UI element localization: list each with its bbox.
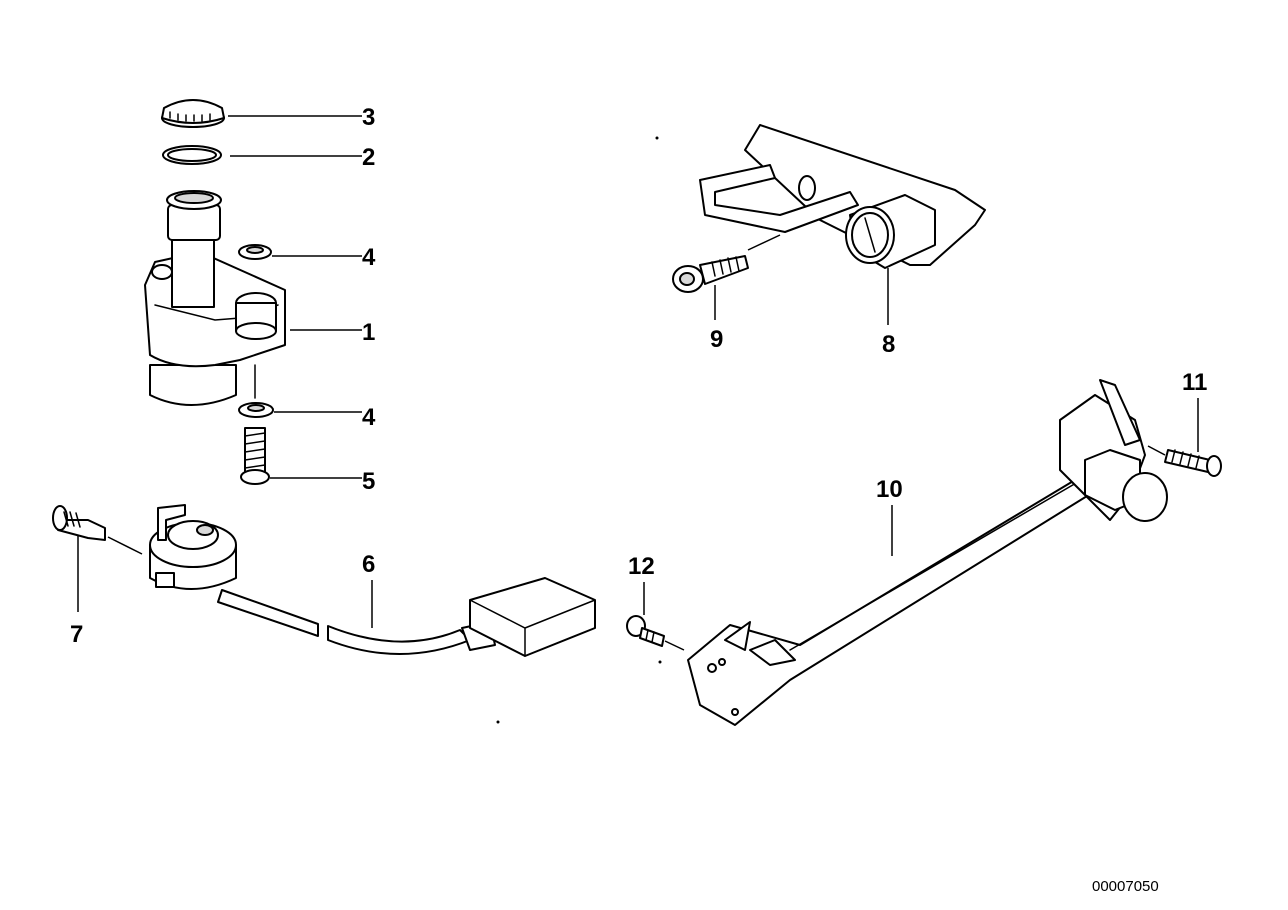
- callout-6: 6: [362, 551, 375, 578]
- callout-3: 3: [362, 104, 375, 131]
- callout-1: 1: [362, 319, 375, 346]
- part-8-lock-cylinder: [699, 124, 986, 269]
- callout-8: 8: [882, 331, 895, 358]
- callout-7: 7: [70, 621, 83, 648]
- part-12-screw: [626, 615, 665, 647]
- part-4-washer-upper: [238, 244, 272, 260]
- callout-9: 9: [710, 326, 723, 353]
- part-1-lock-housing: [144, 190, 286, 406]
- part-4-washer-lower: [238, 402, 274, 418]
- part-7-screw: [52, 505, 106, 541]
- part-6-ignition-switch: [149, 504, 596, 657]
- part-3-cap: [161, 99, 225, 128]
- callout-5: 5: [362, 468, 375, 495]
- part-11-bolt: [1164, 449, 1222, 477]
- part-2-o-ring: [162, 145, 222, 165]
- part-9-bolt: [672, 255, 749, 293]
- callout-11: 11: [1182, 369, 1207, 396]
- callout-2: 2: [362, 144, 375, 171]
- diagram-reference-code: 00007050: [1092, 878, 1159, 895]
- callout-10: 10: [876, 476, 903, 503]
- part-10-linkage-rod: [687, 379, 1168, 726]
- callout-4-lower: 4: [362, 404, 376, 431]
- callout-12: 12: [628, 553, 655, 580]
- part-5-screw: [240, 427, 270, 485]
- callout-4-upper: 4: [362, 244, 376, 271]
